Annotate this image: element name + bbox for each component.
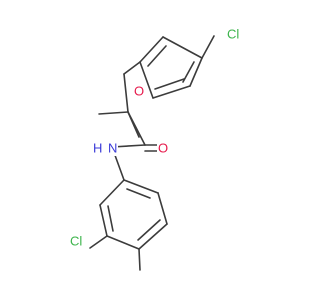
label-nh: H N: [92, 140, 118, 156]
ring-double-bond: [154, 78, 185, 90]
atom-cl-top: Cl: [227, 27, 239, 42]
ring-double-bond: [107, 205, 114, 232]
label-o-ether: O: [132, 84, 144, 99]
ring-bond: [99, 179, 125, 206]
ring-bond: [139, 61, 154, 99]
ring-bond: [99, 204, 108, 237]
ring-bond: [157, 192, 168, 225]
molecule-canvas: Cl O O H N Cl: [70, 25, 240, 271]
atom-o-carbonyl: O: [158, 141, 168, 156]
atom-o-ether: O: [134, 84, 144, 99]
bond-ring-o: [123, 61, 141, 75]
bond-methyl-bottom: [138, 248, 141, 271]
bottom-benzene-ring: [99, 179, 168, 250]
molecule-structure: Cl O O H N Cl: [70, 25, 240, 271]
ring-bond: [106, 235, 140, 250]
ring-bond: [138, 223, 168, 250]
bond-o-c: [123, 73, 129, 113]
ring-double-bond: [147, 45, 167, 67]
ring-bond: [139, 36, 164, 63]
ring-bond: [152, 85, 191, 99]
ring-bond: [189, 57, 203, 87]
ring-bond: [123, 179, 159, 194]
label-cl-top: Cl: [224, 25, 240, 42]
ring-double-bond: [137, 219, 161, 241]
top-benzene-ring: [139, 35, 215, 99]
label-o-carbonyl: O: [157, 140, 169, 156]
label-cl-bottom: Cl: [70, 233, 86, 249]
atom-n-amide: N: [108, 141, 117, 156]
bond-c-carbonyl: [127, 111, 146, 146]
bond-ring-cl: [89, 235, 108, 249]
ring-bond: [162, 36, 203, 59]
bond-cl-ring: [201, 35, 215, 59]
ring-double-bond: [126, 188, 151, 199]
ring-double-bond: [182, 61, 195, 83]
bond-methyl-left: [98, 111, 129, 115]
atom-h-amide: H: [93, 141, 102, 156]
atom-cl-bottom: Cl: [70, 234, 82, 249]
